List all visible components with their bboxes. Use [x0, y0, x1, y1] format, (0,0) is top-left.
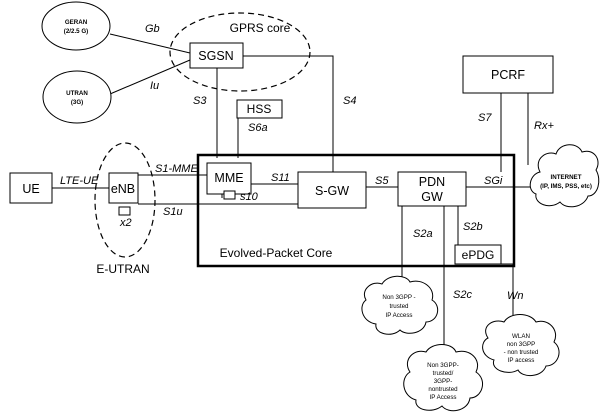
s5-interface-label: S5 [375, 175, 389, 187]
sgw-box[interactable] [297, 171, 367, 209]
s1-mme-interface-label: S1-MME [155, 163, 198, 175]
x2-interface-label: x2 [119, 217, 132, 229]
wlan-label-1: WLAN [512, 333, 530, 340]
s1u-interface-label: S1u [163, 206, 183, 218]
utran-sublabel: (3G) [71, 99, 83, 106]
non3gpp-trusted-label-1: Non 3GPP - [382, 294, 415, 301]
non3gpp-trusted-cloud [361, 275, 439, 335]
s10-port [223, 190, 236, 200]
mme-box[interactable] [206, 162, 252, 195]
rx-interface-label: Rx+ [534, 120, 554, 132]
gb-link [109, 33, 191, 54]
s7-interface-label: S7 [478, 112, 492, 124]
s11-interface-label: S11 [271, 172, 290, 184]
s2b-interface-label: S2b [463, 221, 483, 233]
non3gpp-trusted-label-2: trusted [390, 303, 409, 310]
geran-label: GERAN [65, 19, 88, 26]
non3gpp-nontrusted-cloud [403, 344, 484, 412]
e-utran-label: E-UTRAN [96, 262, 149, 276]
epdg-box[interactable] [454, 244, 502, 265]
s2a-interface-label: S2a [413, 228, 433, 240]
gprs-core-label: GPRS core [230, 21, 291, 35]
epc-label: Evolved-Packet Core [220, 246, 333, 260]
non3gpp-nontrusted-label-1: Non 3GPP- [427, 362, 459, 369]
pdn-gw-label-line2: GW [421, 190, 443, 204]
hss-box[interactable] [236, 99, 283, 119]
utran-label: UTRAN [66, 90, 88, 97]
hss-label: HSS [247, 102, 272, 116]
internet-label: INTERNET [551, 174, 582, 181]
non3gpp-nontrusted-label-5: IP Access [429, 394, 456, 401]
epc-boundary [196, 153, 516, 268]
wlan-label-2: non 3GPP [507, 341, 536, 348]
sgi-interface-label: SGi [484, 175, 503, 187]
wlan-cloud [482, 314, 560, 376]
enb-label: eNB [111, 182, 135, 196]
wlan-label-3: - non trusted [504, 349, 539, 356]
epdg-label: ePDG [462, 248, 495, 262]
utran-cloud [42, 70, 112, 124]
s4-link [243, 55, 334, 182]
s3-interface-label: S3 [193, 95, 207, 107]
sgsn-label: SGSN [198, 49, 233, 63]
pdn-gw-label-line1: PDN [419, 175, 445, 189]
s2c-interface-label: S2c [453, 289, 472, 301]
pdn-gw-box[interactable] [397, 171, 467, 207]
s4-interface-label: S4 [343, 95, 356, 107]
non3gpp-trusted-label-3: IP Access [385, 312, 412, 319]
non3gpp-nontrusted-label-2: trusted/ [433, 370, 454, 377]
ue-box[interactable] [9, 172, 53, 204]
e-utran-boundary [94, 142, 156, 258]
ue-label: UE [22, 182, 39, 196]
wn-interface-label: Wn [507, 290, 524, 302]
geran-cloud [41, 1, 111, 51]
enb-box[interactable] [108, 172, 139, 204]
internet-cloud [529, 144, 600, 208]
s6a-interface-label: S6a [248, 122, 268, 134]
non3gpp-nontrusted-label-3: 3GPP- [434, 378, 453, 385]
pcrf-label: PCRF [491, 68, 525, 82]
pcrf-box[interactable] [462, 55, 554, 94]
lte-ue-interface-label: LTE-UE [60, 175, 99, 187]
gprs-core-boundary [169, 12, 311, 92]
gb-interface-label: Gb [145, 23, 160, 35]
iu-interface-label: Iu [150, 80, 159, 92]
mme-label: MME [214, 171, 243, 185]
internet-sublabel: (IP, IMS, PSS, etc) [540, 183, 592, 190]
x2-port [118, 206, 131, 216]
non3gpp-nontrusted-label-4: nontrusted [428, 386, 458, 393]
sgw-label: S-GW [315, 184, 349, 198]
iu-link [109, 59, 191, 95]
sgsn-box[interactable] [189, 42, 244, 69]
geran-sublabel: (2/2.5 G) [64, 28, 88, 35]
wlan-label-4: IP access [508, 357, 535, 364]
s10-interface-label: s10 [240, 191, 259, 203]
